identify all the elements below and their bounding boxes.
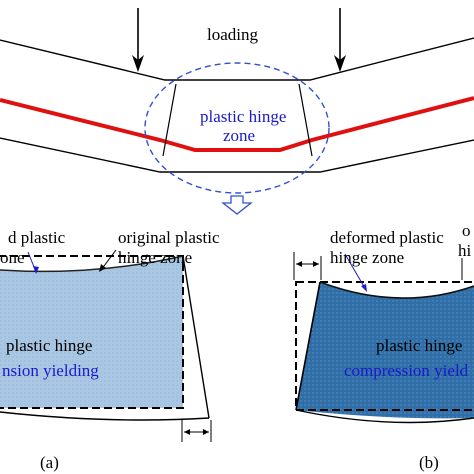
dimension-arrowhead-icon <box>313 261 319 267</box>
neutral-axis-line <box>0 96 474 152</box>
panel-a-original-label-line2: hinge zone <box>118 248 192 267</box>
panel-b-deformed-top-edge <box>319 281 474 299</box>
plastic-hinge-zone-ellipse <box>144 62 330 194</box>
leader-arrowhead-icon <box>33 266 39 274</box>
panel-a-deformed-label-line1: d plastic <box>8 228 66 247</box>
panel-b-original-label-line1: o <box>462 221 471 240</box>
zone-label-line2: zone <box>223 126 255 145</box>
panel-b-deformed-label-line2: hinge zone <box>330 248 404 267</box>
panel-a-deformed-bottom-edge <box>0 411 210 421</box>
zone-label-line1: plastic hinge <box>200 107 286 126</box>
panel-a-original-label-line1: original plastic <box>118 228 220 247</box>
panel-b-deformed-leader <box>344 253 367 291</box>
panel-b-original-label-line2: hi <box>458 241 472 260</box>
leader-arrowhead-icon <box>361 284 367 292</box>
load-arrow-icon <box>132 55 144 72</box>
load-arrows <box>132 8 346 72</box>
panel-a-caption: (a) <box>40 453 59 472</box>
panel-a-shaded-region <box>0 256 183 408</box>
panel-a-deformed-top-edge <box>0 255 184 273</box>
panel-b-inner-label-line1: plastic hinge <box>376 336 462 355</box>
panel-b-shaded-region <box>296 282 474 419</box>
dimension-arrowhead-icon <box>184 429 190 435</box>
hollow-down-arrow-icon <box>221 195 253 215</box>
dimension-arrowhead-icon <box>203 429 209 435</box>
panel-b-deformed-label-line1: deformed plastic <box>330 228 444 247</box>
panel-a-deformed-label-line2: one <box>0 248 25 267</box>
panel-a-inner-label-line1: plastic hinge <box>6 336 92 355</box>
panel-a-inner-label-line2: nsion yielding <box>2 361 99 380</box>
bent-beam <box>0 37 474 194</box>
load-arrow-icon <box>334 55 346 72</box>
loading-label: loading <box>207 25 258 44</box>
panel-b-original-zone-frame <box>295 281 474 411</box>
hinge-section-right <box>298 83 313 157</box>
panel-b <box>293 252 474 424</box>
hinge-section-left <box>162 83 177 157</box>
panel-b-inner-label-line2: compression yield <box>344 361 469 380</box>
panel-b-deformed-left-edge <box>295 281 321 411</box>
panel-a-deformed-right-edge <box>182 255 210 419</box>
dimension-arrowhead-icon <box>296 261 302 267</box>
beam-bottom-edge <box>0 137 474 173</box>
panel-b-caption: (b) <box>419 453 439 472</box>
leader-arrowhead-icon <box>99 264 106 272</box>
panel-b-deformed-bottom-edge <box>295 409 474 424</box>
beam-top-edge <box>0 37 474 81</box>
panel-a <box>0 249 212 442</box>
